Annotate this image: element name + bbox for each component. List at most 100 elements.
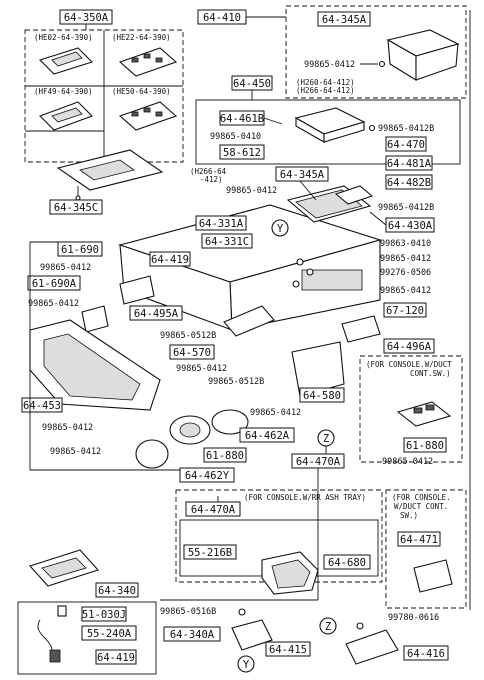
marker-y-bot: Y (243, 659, 250, 671)
pn-99865-0412-top: 99865-0412 (304, 60, 355, 70)
callout-51-030J: 51-030J (82, 609, 126, 621)
callout-64-450: 64-450 (233, 78, 271, 90)
note-duct2: CONT.SW.) (410, 369, 451, 378)
cover-plate (413, 559, 453, 593)
bracket-64-416 (345, 622, 399, 665)
ash-tray (261, 551, 319, 595)
bezel-plate-1 (38, 47, 94, 75)
callout-64-580: 64-580 (303, 390, 341, 402)
callout-55-240A: 55-240A (87, 628, 132, 640)
callout-64-430A: 64-430A (388, 220, 433, 232)
side-panel-64-580 (291, 341, 345, 397)
callout-64-680: 64-680 (328, 557, 366, 569)
panel-64-450: 64-450 64-461B 99865-0410 58-612 99865-0… (195, 75, 461, 171)
cover-64-496A (341, 315, 381, 343)
pn-99865-0412-mid: 99865-0412 (226, 186, 277, 196)
pn-99865-0412-e: 99865-0412 (250, 408, 301, 418)
callout-61-690A: 61-690A (32, 278, 77, 290)
callout-64-570: 64-570 (173, 347, 211, 359)
bracket-64-415 (231, 619, 273, 651)
callout-61-880-mid: 61-880 (206, 450, 244, 462)
pn-99865-0412-l2: 99865-0412 (28, 299, 79, 309)
pn-99865-0412B-b: 99865-0412B (378, 203, 434, 213)
shift-bezel (56, 149, 164, 201)
panel-64-410: 64-410 64-345A 99865-0412 (H260-64-412) … (197, 5, 467, 99)
callout-61-880-right: 61-880 (406, 440, 444, 452)
pn-99865-0412-r2: 99865-0412 (380, 286, 431, 296)
pn-99865-0412B-a: 99865-0412B (378, 124, 434, 134)
code-he22: (HE22-64-390) (112, 33, 171, 42)
code-h260: (H260-64-412) (296, 78, 355, 87)
pn-99276-0506: 99276-0506 (380, 268, 431, 278)
callout-64-461B: 64-461B (220, 113, 264, 125)
storage-box (386, 29, 460, 81)
code-h266: (H266-64-412) (296, 86, 355, 95)
callout-64-331A: 64-331A (199, 218, 244, 230)
pn-99780-0616: 99780-0616 (388, 613, 439, 623)
callout-64-470-top: 64-470 (387, 139, 425, 151)
callout-64-471: 64-471 (400, 534, 438, 546)
callout-58-612: 58-612 (223, 147, 261, 159)
marker-y-top: Y (277, 223, 284, 235)
note-duct5: SW.) (400, 511, 418, 520)
callout-64-340A: 64-340A (170, 629, 215, 641)
pn-99865-0412-g: 99865-0412 (50, 447, 101, 457)
bezel-plate-3 (39, 101, 93, 131)
callout-64-481A: 64-481A (387, 158, 432, 170)
code-hf49: (HF49-64-390) (34, 87, 93, 96)
dashed-frame (359, 355, 463, 463)
pn-99865-0412-f: 99865-0412 (382, 457, 433, 467)
callout-64-453: 64-453 (23, 400, 61, 412)
code-h266c: -412) (200, 175, 223, 184)
callout-64-345A-top: 64-345A (322, 14, 367, 26)
bezel-plate-2 (118, 47, 178, 77)
console-tray-64-453 (29, 319, 161, 411)
wire-harness (37, 605, 67, 663)
dashed-frame (285, 5, 467, 99)
callout-64-345A-mid: 64-345A (280, 169, 325, 181)
callout-64-345C: 64-345C (54, 202, 98, 214)
bezel-plate-4 (118, 101, 178, 131)
code-he50: (HE50-64-390) (112, 87, 171, 96)
bracket-61-690 (81, 275, 155, 333)
callout-64-470A-mid: 64-470A (296, 456, 341, 468)
pn-99865-0412-d: 99865-0412 (176, 364, 227, 374)
callout-64-340: 64-340 (98, 585, 136, 597)
tray-64-340 (29, 549, 99, 587)
pn-99865-0410: 99865-0410 (210, 132, 261, 142)
marker-z-bot: Z (325, 621, 331, 633)
switch-panel-61-880 (396, 401, 452, 427)
callout-64-419-top: 64-419 (151, 254, 189, 266)
callout-64-410: 64-410 (203, 12, 241, 24)
callout-64-416: 64-416 (407, 648, 445, 660)
leader-lines (29, 10, 471, 610)
callout-61-690: 61-690 (61, 244, 99, 256)
note-ash: (FOR CONSOLE.W/RR ASH TRAY) (244, 493, 366, 502)
callout-64-462A: 64-462A (245, 430, 290, 442)
callout-64-482B: 64-482B (387, 177, 431, 189)
callout-64-331C: 64-331C (205, 236, 249, 248)
panel-64-350A: 64-350A (HE02-64-390) (HE22-64-390) (HF4… (24, 9, 184, 215)
console-lid (294, 107, 366, 143)
pn-99863-0410: 99863-0410 (380, 239, 431, 249)
callout-64-350A: 64-350A (64, 12, 109, 24)
pn-99865-0412-c: 99865-0412 (42, 423, 93, 433)
pn-99865-0516B: 99865-0516B (160, 607, 216, 617)
pn-99865-0412-l1: 99865-0412 (40, 263, 91, 273)
callout-64-496A: 64-496A (387, 341, 432, 353)
pn-99865-0412-r: 99865-0412 (380, 254, 431, 264)
callout-64-470A-bot: 64-470A (191, 504, 236, 516)
pn-99865-0512B-a: 99865-0512B (160, 331, 216, 341)
screw-icon (378, 60, 386, 68)
dashed-frame (385, 489, 467, 609)
pn-99865-0512B-b: 99865-0512B (208, 377, 264, 387)
note-duct4: W/DUCT CONT. (394, 502, 448, 511)
callout-67-120: 67-120 (386, 305, 424, 317)
note-duct3: (FOR CONSOLE. (392, 493, 451, 502)
bracket-64-570 (223, 305, 275, 337)
marker-z-mid: Z (323, 433, 329, 445)
note-duct1: (FOR CONSOLE.W/DUCT (366, 360, 452, 369)
callout-64-495A: 64-495A (134, 308, 179, 320)
callout-box (49, 199, 103, 215)
